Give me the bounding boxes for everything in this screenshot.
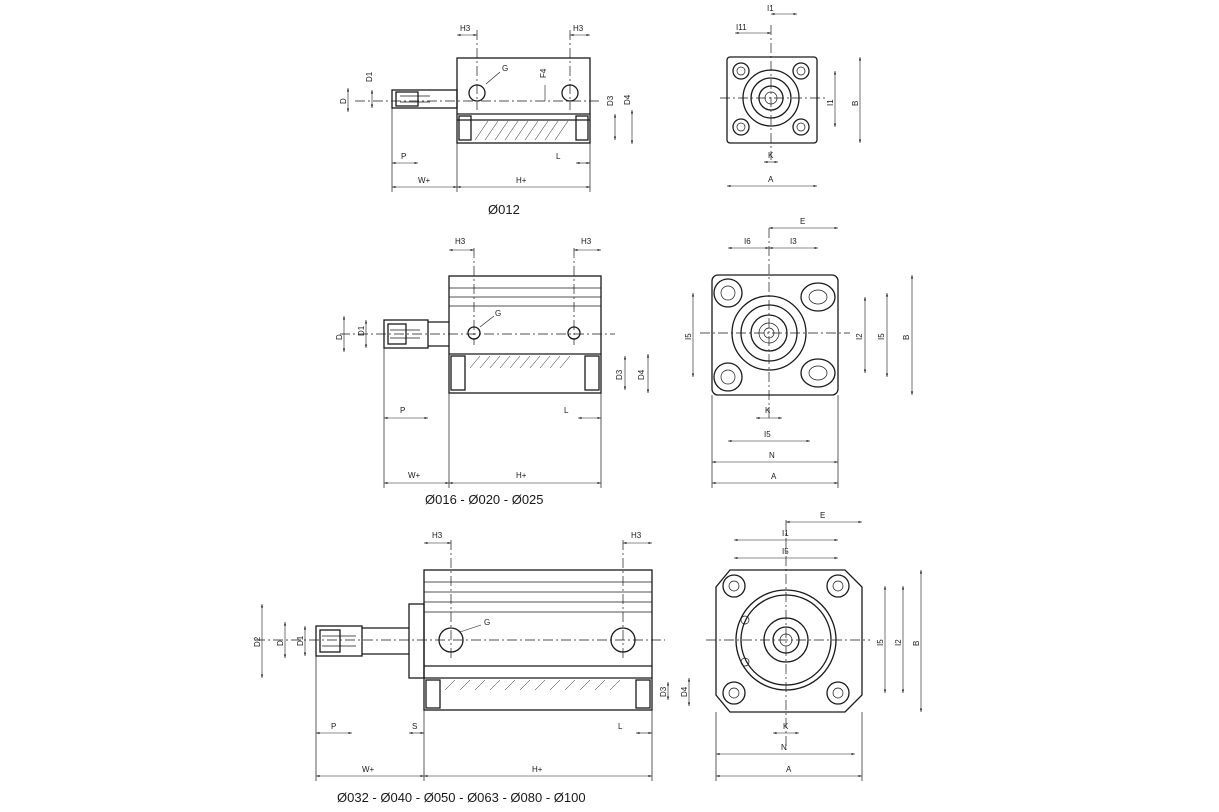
label-i2-v2: I2 [855,333,864,340]
side-view-d012: H3 H3 G F4 D1 D D3 D4 P L W+ H+ Ø012 [339,24,634,217]
label-d3-v1: D3 [606,95,615,106]
label-d4-v2: D4 [637,369,646,380]
label-i5-v2c: I5 [764,430,771,439]
label-w-v2: W+ [408,471,421,480]
label-d-v1: D [339,98,348,104]
label-k-v3: K [783,722,789,731]
label-h-v1: H+ [516,176,527,185]
label-n-v2: N [769,451,775,460]
label-i1-v3: I1 [782,529,789,538]
front-view-d032-d100: E I1 I5 I5 I2 B K N A [706,511,923,781]
label-e-v2: E [800,217,805,226]
label-b-v2: B [902,335,911,340]
side-view-d032-d100: H3 H3 G D2 D D1 D3 D4 P S L W+ H+ Ø032 -… [253,531,691,805]
label-d3-v3: D3 [659,686,668,697]
side-view-d016-d025: H3 H3 G D1 D D3 D4 P L W+ H+ Ø016 - Ø020… [335,237,650,507]
label-h3-v2b: H3 [581,237,592,246]
label-s-v3: S [412,722,417,731]
label-h3-v3b: H3 [631,531,642,540]
label-l-v1: L [556,152,561,161]
label-h-v2: H+ [516,471,527,480]
label-g-v2: G [495,309,501,318]
label-d1-v2: D1 [357,325,366,336]
label-i11-v1: I11 [736,23,747,32]
label-a-v2: A [771,472,777,481]
caption-view1: Ø012 [488,202,520,217]
caption-view2: Ø016 - Ø020 - Ø025 [425,492,544,507]
label-i2-v3: I2 [894,639,903,646]
caption-view3: Ø032 - Ø040 - Ø050 - Ø063 - Ø080 - Ø100 [337,790,586,805]
label-i5-v2a: I5 [684,333,693,340]
label-w-v1: W+ [418,176,431,185]
label-d-v2: D [335,334,344,340]
label-h-v3: H+ [532,765,543,774]
label-l-v3: L [618,722,623,731]
label-i5-v3a: I5 [782,547,789,556]
label-w-v3: W+ [362,765,375,774]
label-d1-v1: D1 [365,71,374,82]
label-g-v1: G [502,64,508,73]
label-i3-v2: I3 [790,237,797,246]
label-b-v1: B [851,101,860,106]
label-i1-v1b: I1 [826,99,835,106]
label-h3-v2a: H3 [455,237,466,246]
label-h3-v3a: H3 [432,531,443,540]
label-e-v3: E [820,511,825,520]
front-view-d012: I1 I11 I1 B K A [720,4,862,188]
label-i5-v3b: I5 [876,639,885,646]
label-a-v3: A [786,765,792,774]
label-d-v3: D [276,640,285,646]
label-p-v2: P [400,406,405,415]
label-a-v1: A [768,175,774,184]
label-i5-v2b: I5 [877,333,886,340]
label-b-v3: B [912,641,921,646]
label-d1-v3: D1 [296,635,305,646]
label-i6-v2: I6 [744,237,751,246]
label-d4-v3: D4 [680,686,689,697]
label-k-v1: K [768,151,774,160]
label-g-v3: G [484,618,490,627]
label-f4-v1: F4 [539,68,548,78]
label-d2-v3: D2 [253,636,262,647]
label-p-v3: P [331,722,336,731]
label-h3-v1b: H3 [573,24,584,33]
label-p-v1: P [401,152,406,161]
label-h3-v1a: H3 [460,24,471,33]
label-d3-v2: D3 [615,369,624,380]
label-k-v2: K [765,406,771,415]
label-n-v3: N [781,743,787,752]
label-i1-v1a: I1 [767,4,774,13]
label-d4-v1: D4 [623,94,632,105]
front-view-d016-d025: E I6 I3 I5 I2 I5 B K I5 N A [684,217,914,488]
label-l-v2: L [564,406,569,415]
